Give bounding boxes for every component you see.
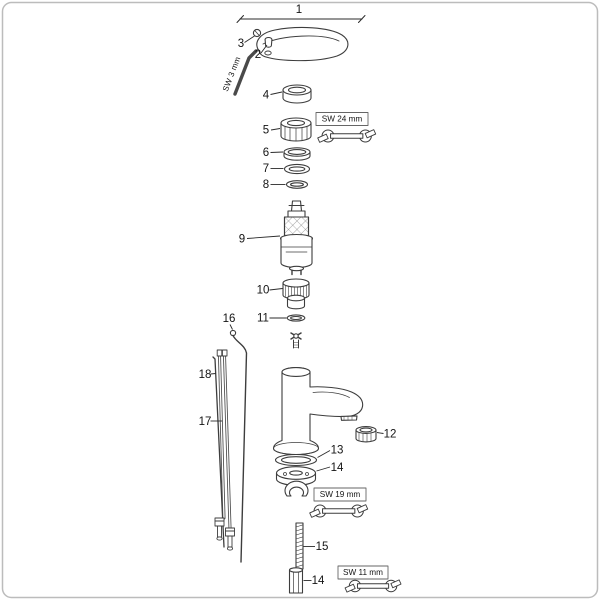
part-number-3: 3: [238, 38, 244, 50]
part-o-ring-tiny: [286, 314, 306, 322]
allen-key-icon: [233, 49, 258, 96]
leader-line: [317, 450, 331, 458]
tool-label-sw19-box: [313, 487, 367, 502]
leader-line: [244, 35, 255, 43]
part-grub-screw: [252, 28, 262, 38]
part-number-9: 9: [239, 234, 245, 246]
part-number-4: 4: [263, 90, 270, 102]
part-small-fitting: [290, 332, 302, 349]
part-number-1: 1: [296, 4, 302, 16]
leader-line: [316, 466, 331, 472]
part-number-14-bottom: 14: [312, 575, 325, 587]
part-number-14: 14: [331, 462, 344, 474]
part-number-5: 5: [263, 125, 269, 137]
leader-line: [376, 432, 384, 434]
part-cartridge: [279, 200, 314, 276]
leader-line: [269, 288, 283, 291]
part-cartridge-nut: [280, 117, 312, 142]
part-plug: [264, 36, 273, 48]
leader-line: [246, 235, 281, 239]
part-number-8: 8: [263, 179, 269, 191]
part-number-11: 11: [257, 313, 269, 325]
part-number-7: 7: [263, 163, 269, 175]
wrench-size-label-11: SW 11 mm: [343, 568, 383, 577]
part-o-ring-small: [285, 180, 309, 189]
hose-end-fittings: [214, 517, 235, 551]
tool-label-sw24-box: [315, 112, 369, 126]
part-number-17: 17: [199, 416, 212, 428]
part-number-13: 13: [331, 445, 344, 457]
part-supply-hoses: [214, 349, 235, 551]
leader-line: [210, 373, 216, 375]
leader-line: [260, 44, 268, 54]
part-spacer-ring: [283, 147, 311, 161]
part-sleeve-nut: [288, 567, 304, 594]
wrench-size-label-24: SW 24 mm: [322, 115, 363, 124]
part-threaded-rod: [295, 522, 304, 570]
part-number-12: 12: [384, 429, 397, 441]
part-linkage-rod: [212, 356, 225, 548]
part-number-2: 2: [255, 49, 261, 61]
leader-line: [270, 128, 281, 131]
part-non-return-valve: [282, 278, 310, 310]
part-mounting-bracket: [284, 480, 309, 497]
part-stop-ring: [282, 84, 312, 104]
part-number-15: 15: [316, 541, 329, 553]
part-number-6: 6: [263, 147, 269, 159]
part-mounting-flange: [275, 466, 317, 486]
part-number-16: 16: [223, 313, 236, 325]
part-number-18: 18: [199, 369, 212, 381]
part-o-ring-large: [283, 163, 311, 175]
part-aerator: [355, 426, 377, 443]
part-number-10: 10: [257, 285, 270, 297]
part-pull-rod: [229, 329, 248, 563]
leader-line: [270, 151, 284, 153]
leader-line: [270, 91, 283, 95]
part-number-labels: 1 2 3 4 5 6 7 8 9 10 11 12 13 14 15 16 1…: [199, 4, 397, 587]
dimension-line-part1: [236, 15, 366, 23]
part-base-gasket: [274, 453, 318, 467]
leader-lines: [210, 35, 384, 581]
leader-line: [229, 324, 233, 330]
wrench-size-label-19: SW 19 mm: [320, 490, 361, 499]
tool-label-sw11-box: [337, 565, 389, 580]
